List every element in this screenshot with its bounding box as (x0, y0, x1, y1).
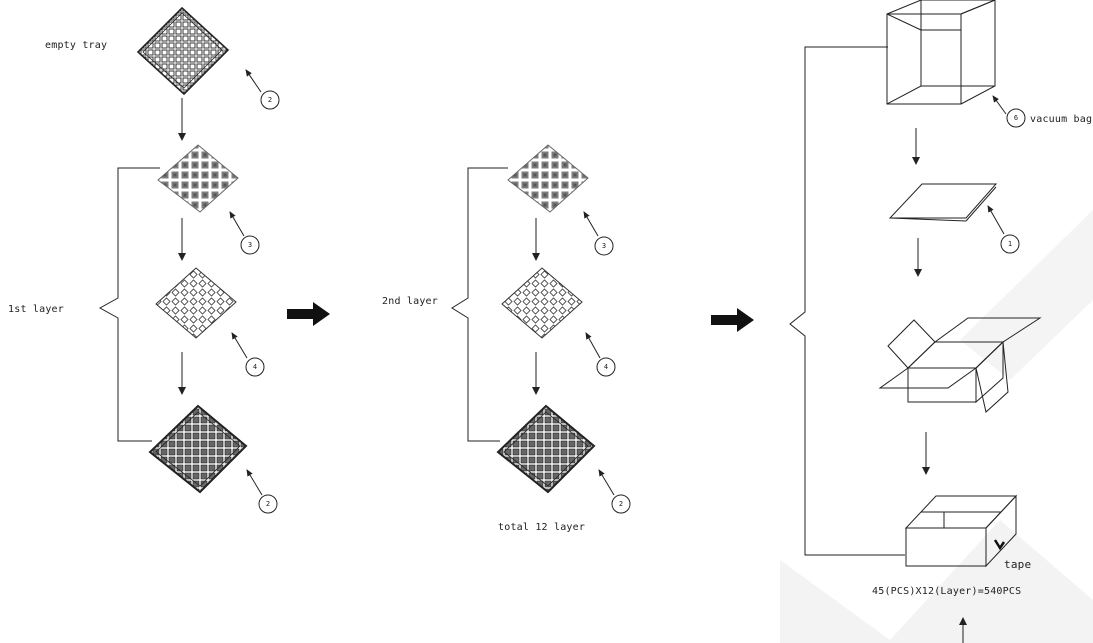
column-packing: 6 vacuum bag 1 (789, 0, 1092, 643)
callout-number: 3 (248, 241, 252, 249)
layer-bracket (451, 167, 508, 442)
cover-sheet-icon (888, 183, 998, 222)
tape-label: tape (1004, 558, 1031, 571)
callout-circle (260, 90, 280, 110)
callout-circle (594, 236, 614, 256)
callout-circle (258, 494, 278, 514)
vacuum-bag-icon (886, 0, 996, 105)
foam-layer-icon (501, 267, 583, 339)
callout-number: 2 (619, 500, 623, 508)
callout-circle (240, 235, 260, 255)
callout-number: 2 (268, 96, 272, 104)
callout-number: 1 (1008, 240, 1012, 248)
leader-line (229, 211, 245, 237)
callout-circle (1000, 234, 1020, 254)
callout-circle (596, 357, 616, 377)
foam-layer-icon (155, 267, 237, 339)
callout-number: 4 (604, 363, 608, 371)
leader-line (246, 469, 263, 496)
leader-line (583, 211, 599, 237)
empty-tray-label: empty tray (45, 40, 107, 51)
leader-line (598, 469, 615, 496)
vacuum-bag-label: vacuum bag (1030, 114, 1092, 125)
column-layer-1: empty tray 2 3 4 2 1st layer (8, 6, 280, 514)
callout-number: 6 (1014, 114, 1018, 122)
watermark (780, 210, 1093, 643)
leader-line (231, 332, 248, 359)
callout-number: 4 (253, 363, 257, 371)
total-layers-label: total 12 layer (498, 522, 585, 533)
ic-layer-icon (157, 144, 239, 213)
big-right-arrow (287, 302, 330, 326)
open-carton-icon (878, 317, 1042, 413)
leader-line (987, 205, 1005, 235)
ic-layer-icon (507, 144, 589, 213)
filled-tray-icon (148, 404, 248, 494)
total-pcs-label: 45(PCS)X12(Layer)=540PCS (872, 586, 1021, 597)
packing-bracket (789, 46, 905, 556)
sealed-carton-icon (904, 494, 1018, 568)
second-layer-label: 2nd layer (382, 296, 438, 307)
leader-line (245, 69, 262, 93)
big-right-arrow (711, 308, 754, 332)
callout-number: 3 (602, 242, 606, 250)
callout-circle (245, 357, 265, 377)
first-layer-label: 1st layer (8, 304, 64, 315)
leader-line (585, 332, 601, 359)
filled-tray-icon (496, 404, 596, 494)
callout-number: 2 (266, 500, 270, 508)
callout-circle (1006, 108, 1026, 128)
empty-tray-icon (136, 6, 230, 96)
tape-mark (993, 539, 1006, 551)
leader-line (992, 95, 1007, 115)
column-layer-2: 3 4 2 2nd layer total 12 layer (382, 144, 631, 533)
callout-circle (611, 494, 631, 514)
layer-bracket (98, 167, 160, 442)
